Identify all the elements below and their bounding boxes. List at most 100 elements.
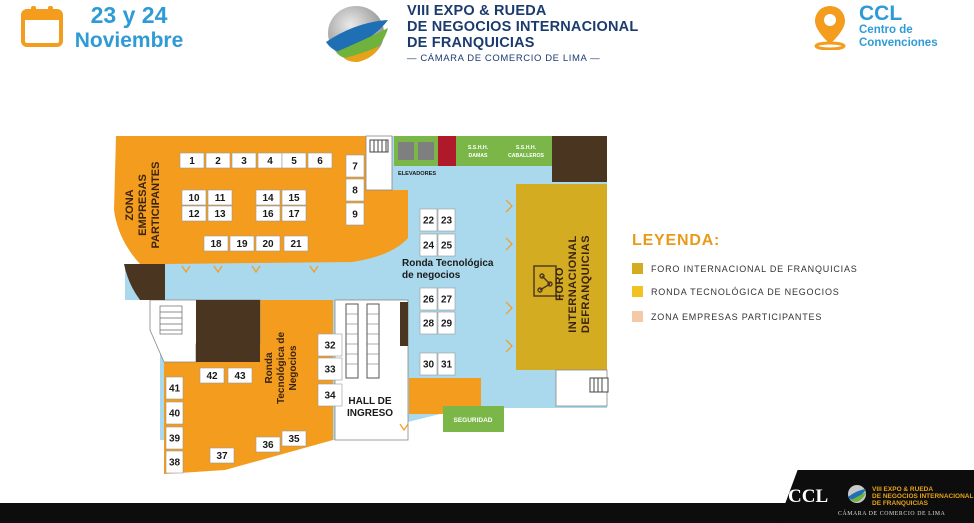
booth-43 [227, 367, 253, 384]
booth-label-12: 12 [188, 209, 200, 220]
elevator [398, 142, 414, 160]
booth-label-4: 4 [267, 156, 273, 167]
booth-24 [419, 233, 438, 257]
booth-35 [281, 430, 307, 447]
booth-16 [255, 205, 281, 222]
hall-label-2: INGRESO [347, 408, 393, 419]
booth-label-9: 9 [352, 210, 358, 221]
svg-text:FORO: FORO [554, 267, 566, 301]
security-label: SEGURIDAD [453, 417, 492, 424]
booth-label-19: 19 [236, 239, 248, 250]
booth-9 [345, 202, 365, 226]
red-block [438, 136, 456, 166]
booth-34 [317, 383, 343, 407]
booth-label-22: 22 [423, 216, 435, 227]
footer-text: VIII EXPO & RUEDA DE NEGOCIOS INTERNACIO… [872, 486, 973, 507]
event-date-month: Noviembre [74, 29, 184, 52]
restroom-men-label: S.S.H.H. [516, 145, 537, 151]
booth-label-35: 35 [288, 434, 300, 445]
event-title-line3: DE FRANQUICIAS [407, 35, 535, 51]
booth-label-33: 33 [324, 365, 336, 376]
restroom-men-label-2: CABALLEROS [508, 153, 545, 159]
booth-label-16: 16 [262, 209, 274, 220]
footer-line4: CÁMARA DE COMERCIO DE LIMA [838, 511, 946, 517]
booth-label-28: 28 [423, 319, 435, 330]
booth-label-14: 14 [262, 193, 274, 204]
svg-text:PARTICIPANTES: PARTICIPANTES [150, 162, 162, 249]
legend-item-foro: FORO INTERNACIONAL DE FRANQUICIAS [651, 264, 858, 274]
svg-text:DEFRANQUICIAS: DEFRANQUICIAS [580, 235, 592, 333]
booth-38 [165, 450, 184, 474]
ronda-lower-label: Ronda Tecnológica de Negocios [264, 332, 299, 404]
booth-label-25: 25 [441, 241, 453, 252]
booth-label-26: 26 [423, 295, 435, 306]
event-title-line2: DE NEGOCIOS INTERNACIONAL [407, 19, 639, 35]
location-pin-icon [814, 6, 846, 50]
booth-label-17: 17 [288, 209, 300, 220]
venue-name: CCL [859, 2, 903, 25]
booth-label-5: 5 [291, 156, 297, 167]
booth-27 [437, 287, 456, 311]
booth-10 [181, 189, 207, 206]
booth-32 [317, 333, 343, 357]
svg-text:Ronda: Ronda [264, 352, 275, 384]
booth-36 [255, 436, 281, 453]
booth-19 [229, 235, 255, 252]
venue-line3: Convenciones [859, 37, 938, 49]
security-area [443, 406, 504, 432]
legend-swatch-foro [632, 263, 643, 274]
booth-label-36: 36 [262, 440, 274, 451]
booth-label-37: 37 [216, 451, 228, 462]
booth-label-38: 38 [169, 458, 181, 469]
elevator [418, 142, 434, 160]
booth-11 [207, 189, 233, 206]
elevators-label: ELEVADORES [398, 171, 436, 177]
booth-label-41: 41 [169, 384, 181, 395]
ronda-center-label-2: de negocios [402, 270, 461, 281]
booth-label-30: 30 [423, 360, 435, 371]
legend-item-zona: ZONA EMPRESAS PARTICIPANTES [651, 312, 823, 322]
booth-label-34: 34 [324, 391, 336, 402]
legend-item-ronda: RONDA TECNOLÓGICA DE NEGOCIOS [651, 287, 840, 297]
restroom-women [456, 136, 500, 166]
booth-label-24: 24 [423, 241, 435, 252]
booth-label-8: 8 [352, 186, 358, 197]
booth-label-10: 10 [188, 193, 200, 204]
booth-20 [255, 235, 281, 252]
booth-7 [345, 154, 365, 178]
booth-1 [179, 152, 205, 169]
booth-label-42: 42 [206, 371, 218, 382]
booth-37 [209, 447, 235, 464]
restroom-men [500, 136, 552, 166]
svg-text:Negocios: Negocios [288, 345, 299, 390]
booth-26 [419, 287, 438, 311]
booth-31 [437, 352, 456, 376]
booth-30 [419, 352, 438, 376]
booth-label-43: 43 [234, 371, 246, 382]
footer-line2: DE NEGOCIOS INTERNACIONAL [872, 493, 974, 500]
booth-22 [419, 208, 438, 232]
booth-label-3: 3 [241, 156, 247, 167]
booth-41 [165, 376, 184, 400]
venue-line2: Centro de [859, 24, 913, 36]
booth-label-39: 39 [169, 434, 181, 445]
booth-28 [419, 311, 438, 335]
footer-line1: VIII EXPO & RUEDA [872, 486, 934, 493]
booth-42 [199, 367, 225, 384]
booth-label-40: 40 [169, 409, 181, 420]
booth-15 [281, 189, 307, 206]
foro-label: FORO INTERNACIONAL DEFRANQUICIAS [554, 235, 592, 333]
booth-label-27: 27 [441, 295, 453, 306]
booth-39 [165, 426, 184, 450]
svg-text:EMPRESAS: EMPRESAS [137, 174, 149, 236]
booth-25 [437, 233, 456, 257]
booth-29 [437, 311, 456, 335]
escalator [366, 303, 380, 379]
wall-block-small [400, 302, 408, 346]
hall-label: HALL DE [348, 396, 391, 407]
booth-5 [281, 152, 307, 169]
booth-13 [207, 205, 233, 222]
globe-logo-icon [326, 6, 388, 62]
booth-label-31: 31 [441, 360, 453, 371]
